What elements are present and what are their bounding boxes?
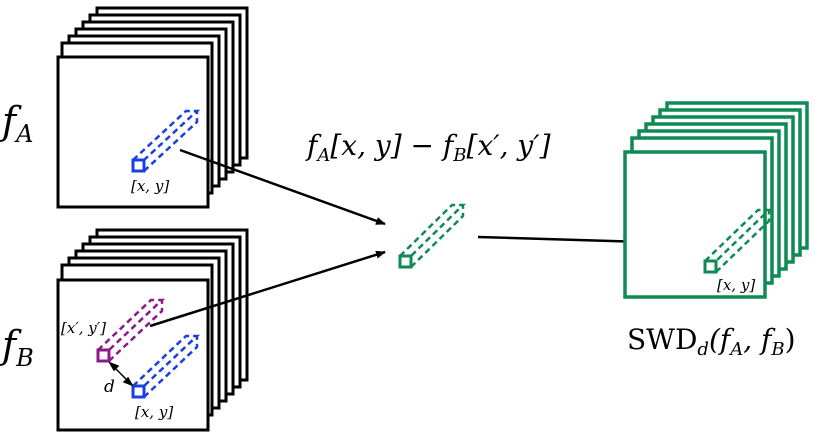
arrow-b-to-diff — [149, 250, 386, 328]
coord-label-b: [x, y] — [135, 403, 173, 421]
coord-label-b-prime: [x′, y′] — [61, 319, 106, 337]
coord-label-a: [x, y] — [131, 177, 169, 195]
distance-label: d — [104, 377, 115, 397]
fa-label: fA — [0, 99, 33, 148]
difference-formula: fA[x, y] − fB[x′, y′] — [305, 129, 551, 166]
distance-arrow — [108, 361, 134, 387]
arrow-a-to-diff — [179, 148, 386, 226]
patch-diff-green — [398, 203, 467, 269]
coord-label-swd: [x, y] — [717, 276, 755, 294]
patch-b-blue — [131, 334, 201, 399]
feature-map-stack-a — [56, 6, 249, 209]
feature-map-stack-swd — [623, 101, 809, 299]
fb-label: fB — [0, 323, 34, 372]
patch-a-blue — [131, 109, 201, 173]
swd-label: SWDd(fA, fB) — [627, 323, 796, 360]
patch-swd-green — [703, 208, 773, 274]
patch-b-purple — [96, 298, 166, 363]
